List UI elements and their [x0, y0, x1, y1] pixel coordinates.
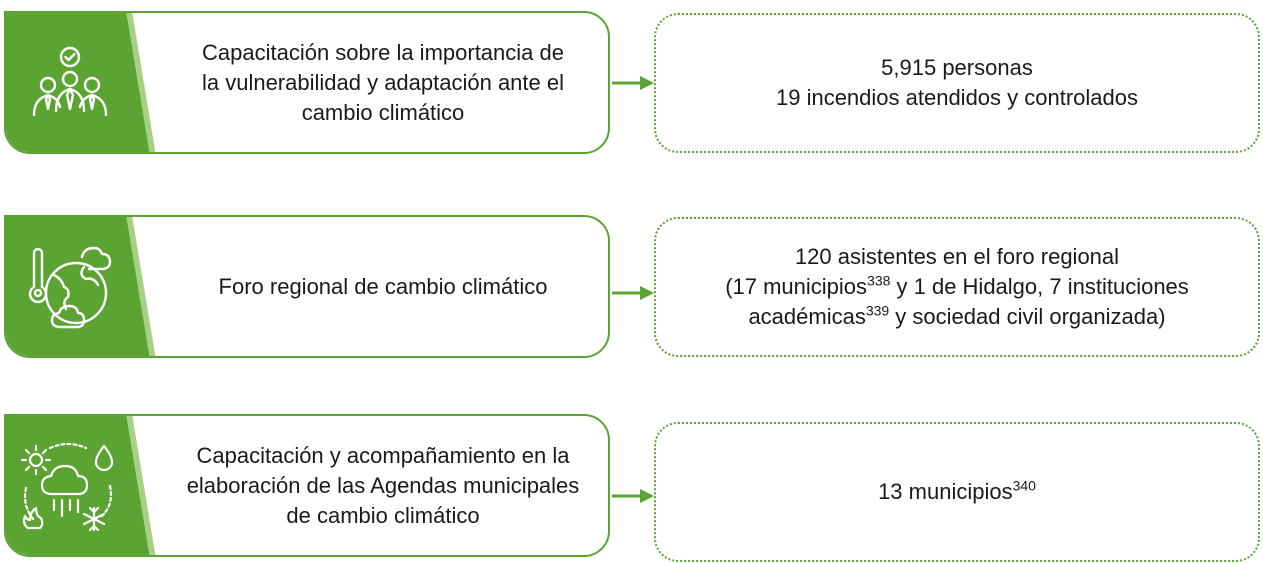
- activity-card: Foro regional de cambio climático: [4, 215, 610, 358]
- arrow-right-icon: [612, 76, 654, 90]
- weather-sun-rain-snow-fire-icon: [20, 442, 114, 532]
- result-line: (17 municipios338 y 1 de Hidalgo, 7 inst…: [725, 272, 1189, 299]
- row-municipal-agendas: Capacitación y acompañamiento en la elab…: [0, 414, 1263, 564]
- activity-card: Capacitación sobre la importancia de la …: [4, 11, 610, 154]
- result-card: 5,915 personas 19 incendios atendidos y …: [654, 13, 1260, 153]
- footnote-ref: 340: [1012, 477, 1036, 494]
- result-line: académicas339 y sociedad civil organizad…: [748, 302, 1166, 329]
- icon-tab: [6, 416, 156, 555]
- arrow-right-icon: [612, 489, 654, 503]
- footnote-ref: 338: [867, 272, 891, 289]
- row-training: Capacitación sobre la importancia de la …: [0, 11, 1263, 161]
- activity-title: Capacitación sobre la importancia de la …: [201, 39, 565, 125]
- result-card: 120 asistentes en el foro regional (17 m…: [654, 217, 1260, 357]
- icon-tab: [6, 13, 156, 152]
- activity-card: Capacitación y acompañamiento en la elab…: [4, 414, 610, 557]
- icon-tab: [6, 217, 156, 356]
- footnote-ref: 339: [865, 302, 890, 319]
- team-people-check-icon: [32, 46, 108, 117]
- arrow-right-icon: [612, 286, 654, 300]
- result-card: 13 municipios340: [654, 422, 1260, 562]
- row-forum: Foro regional de cambio climático 120 as…: [0, 215, 1263, 365]
- globe-thermometer-cloud-icon: [28, 246, 112, 329]
- activity-title: Capacitación y acompañamiento en la elab…: [186, 442, 580, 528]
- activity-title: Foro regional de cambio climático: [218, 273, 548, 299]
- result-line: 13 municipios340: [878, 477, 1036, 504]
